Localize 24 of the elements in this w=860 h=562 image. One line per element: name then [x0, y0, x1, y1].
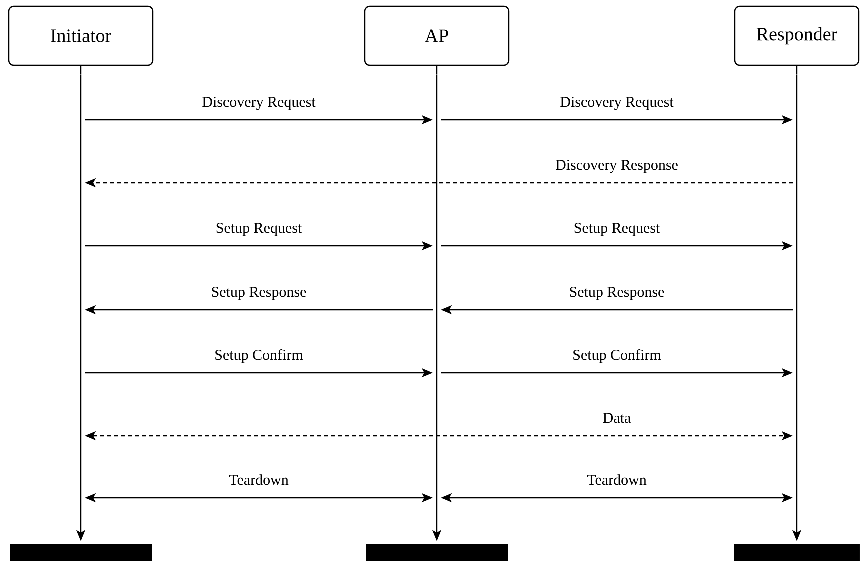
participant-box: AP: [364, 6, 510, 66]
message-label: Teardown: [587, 474, 647, 486]
message-label: Discovery Request: [560, 97, 674, 110]
message-label: Discovery Request: [202, 97, 316, 110]
lifeline: [796, 75, 798, 525]
message-label: Teardown: [229, 474, 289, 486]
end-bar: [734, 544, 860, 562]
message-label: Setup Response: [212, 287, 306, 300]
lifeline: [436, 75, 438, 525]
message-label: Setup Request: [216, 223, 302, 236]
participant-box: Initiator: [8, 6, 154, 66]
participant-box: Responder: [734, 6, 860, 66]
lifeline-segment: [436, 66, 438, 75]
message-label: Data: [603, 413, 631, 424]
lifeline-segment: [796, 66, 798, 75]
lifeline-segment: [80, 66, 82, 75]
end-bar: [366, 544, 508, 562]
message-label: Setup Confirm: [574, 349, 662, 364]
message-label: Setup Confirm: [216, 349, 304, 364]
lifeline: [80, 75, 82, 525]
message-label: Setup Request: [574, 223, 660, 236]
message-label: Discovery Response: [556, 160, 678, 174]
message-label: Setup Response: [570, 287, 664, 300]
end-bar: [10, 544, 152, 562]
